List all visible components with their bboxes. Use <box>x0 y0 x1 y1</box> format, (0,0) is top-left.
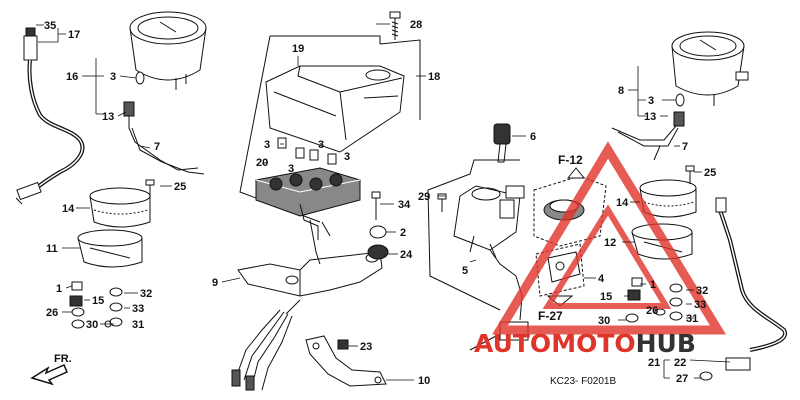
case-left <box>77 229 143 268</box>
hardware-right <box>625 277 683 323</box>
wire-harness-center <box>231 299 301 391</box>
callout-3: 3 <box>264 139 270 151</box>
callout-3: 3 <box>288 163 294 175</box>
callout-23: 23 <box>360 341 372 353</box>
callout-labels: 35 17 16 3 13 7 25 14 11 1 15 32 26 33 3… <box>44 19 716 387</box>
callout-2: 2 <box>400 227 406 239</box>
callout-18: 18 <box>428 71 440 83</box>
stay-bracket <box>237 219 383 297</box>
callout-15: 15 <box>600 291 612 303</box>
callout-1: 1 <box>650 279 656 291</box>
meter-right <box>671 31 749 106</box>
ref-f27: F-27 <box>538 309 563 323</box>
callout-16: 16 <box>66 71 78 83</box>
callout-3: 3 <box>110 71 116 83</box>
watermark-hub: HUB <box>636 329 696 358</box>
callout-25: 25 <box>174 181 186 193</box>
callout-3: 3 <box>344 151 350 163</box>
bulbs-center <box>277 137 337 165</box>
callout-13: 13 <box>102 111 114 123</box>
callout-11: 11 <box>46 243 58 255</box>
speedometer-cable-right <box>699 197 787 381</box>
callout-25: 25 <box>704 167 716 179</box>
meter-left <box>129 11 207 90</box>
callout-4: 4 <box>598 273 605 285</box>
speedometer-cable-left <box>15 27 85 205</box>
callout-14: 14 <box>616 197 629 209</box>
indicator-housing <box>255 167 361 240</box>
callout-31: 31 <box>132 319 144 331</box>
lower-stay <box>305 335 387 387</box>
mount-hardware-center <box>367 191 389 260</box>
ref-f12: F-12 <box>558 153 583 167</box>
watermark-triangle <box>492 141 727 335</box>
callout-14: 14 <box>62 203 75 215</box>
callout-33: 33 <box>132 303 144 315</box>
callout-7: 7 <box>154 141 160 153</box>
direction-label: FR. <box>54 353 72 365</box>
callout-31: 31 <box>686 313 698 325</box>
callout-32: 32 <box>696 285 708 297</box>
callout-17: 17 <box>68 29 80 41</box>
front-arrow <box>30 364 68 386</box>
callout-26: 26 <box>646 305 658 317</box>
bolt-28 <box>389 11 401 40</box>
callout-33: 33 <box>694 299 706 311</box>
callout-3: 3 <box>648 95 654 107</box>
bulb-right <box>675 93 685 107</box>
callout-32: 32 <box>140 288 152 300</box>
watermark-moto: MOTO <box>551 329 635 358</box>
nut-23 <box>337 339 349 350</box>
watermark-text: AUTOMOTOHUB <box>474 329 696 358</box>
callout-21: 21 <box>648 357 660 369</box>
key-6 <box>493 123 511 163</box>
callout-30: 30 <box>86 319 98 331</box>
callout-20: 20 <box>256 157 268 169</box>
callout-28: 28 <box>410 19 422 31</box>
screw-29 <box>437 193 447 212</box>
bulb-socket-right <box>611 111 685 161</box>
bulb-socket-left <box>123 101 205 175</box>
callout-3: 3 <box>318 139 324 151</box>
callout-19: 19 <box>292 43 304 55</box>
meter-cover <box>265 65 405 153</box>
callout-9: 9 <box>212 277 218 289</box>
callout-29: 29 <box>418 191 430 203</box>
callout-10: 10 <box>418 375 430 387</box>
callout-5: 5 <box>462 265 468 277</box>
callout-30: 30 <box>598 315 610 327</box>
callout-34: 34 <box>398 199 411 211</box>
cushion-left <box>89 187 151 228</box>
callout-1: 1 <box>56 283 62 295</box>
callout-6: 6 <box>530 131 536 143</box>
callout-24: 24 <box>400 249 413 261</box>
ignition-switch <box>453 185 529 341</box>
callout-13: 13 <box>644 111 656 123</box>
watermark-auto: AUTO <box>474 329 551 358</box>
callout-8: 8 <box>618 85 624 97</box>
callout-26: 26 <box>46 307 58 319</box>
callout-22: 22 <box>674 357 686 369</box>
callout-35: 35 <box>44 20 56 32</box>
callout-15: 15 <box>92 295 104 307</box>
diagram-code: KC23- F0201B <box>550 376 616 387</box>
leader-lines <box>36 23 731 381</box>
callout-27: 27 <box>676 373 688 385</box>
hardware-left <box>69 179 155 329</box>
callout-12: 12 <box>604 237 616 249</box>
callout-7: 7 <box>682 141 688 153</box>
ignition-frame-lines <box>427 159 520 351</box>
